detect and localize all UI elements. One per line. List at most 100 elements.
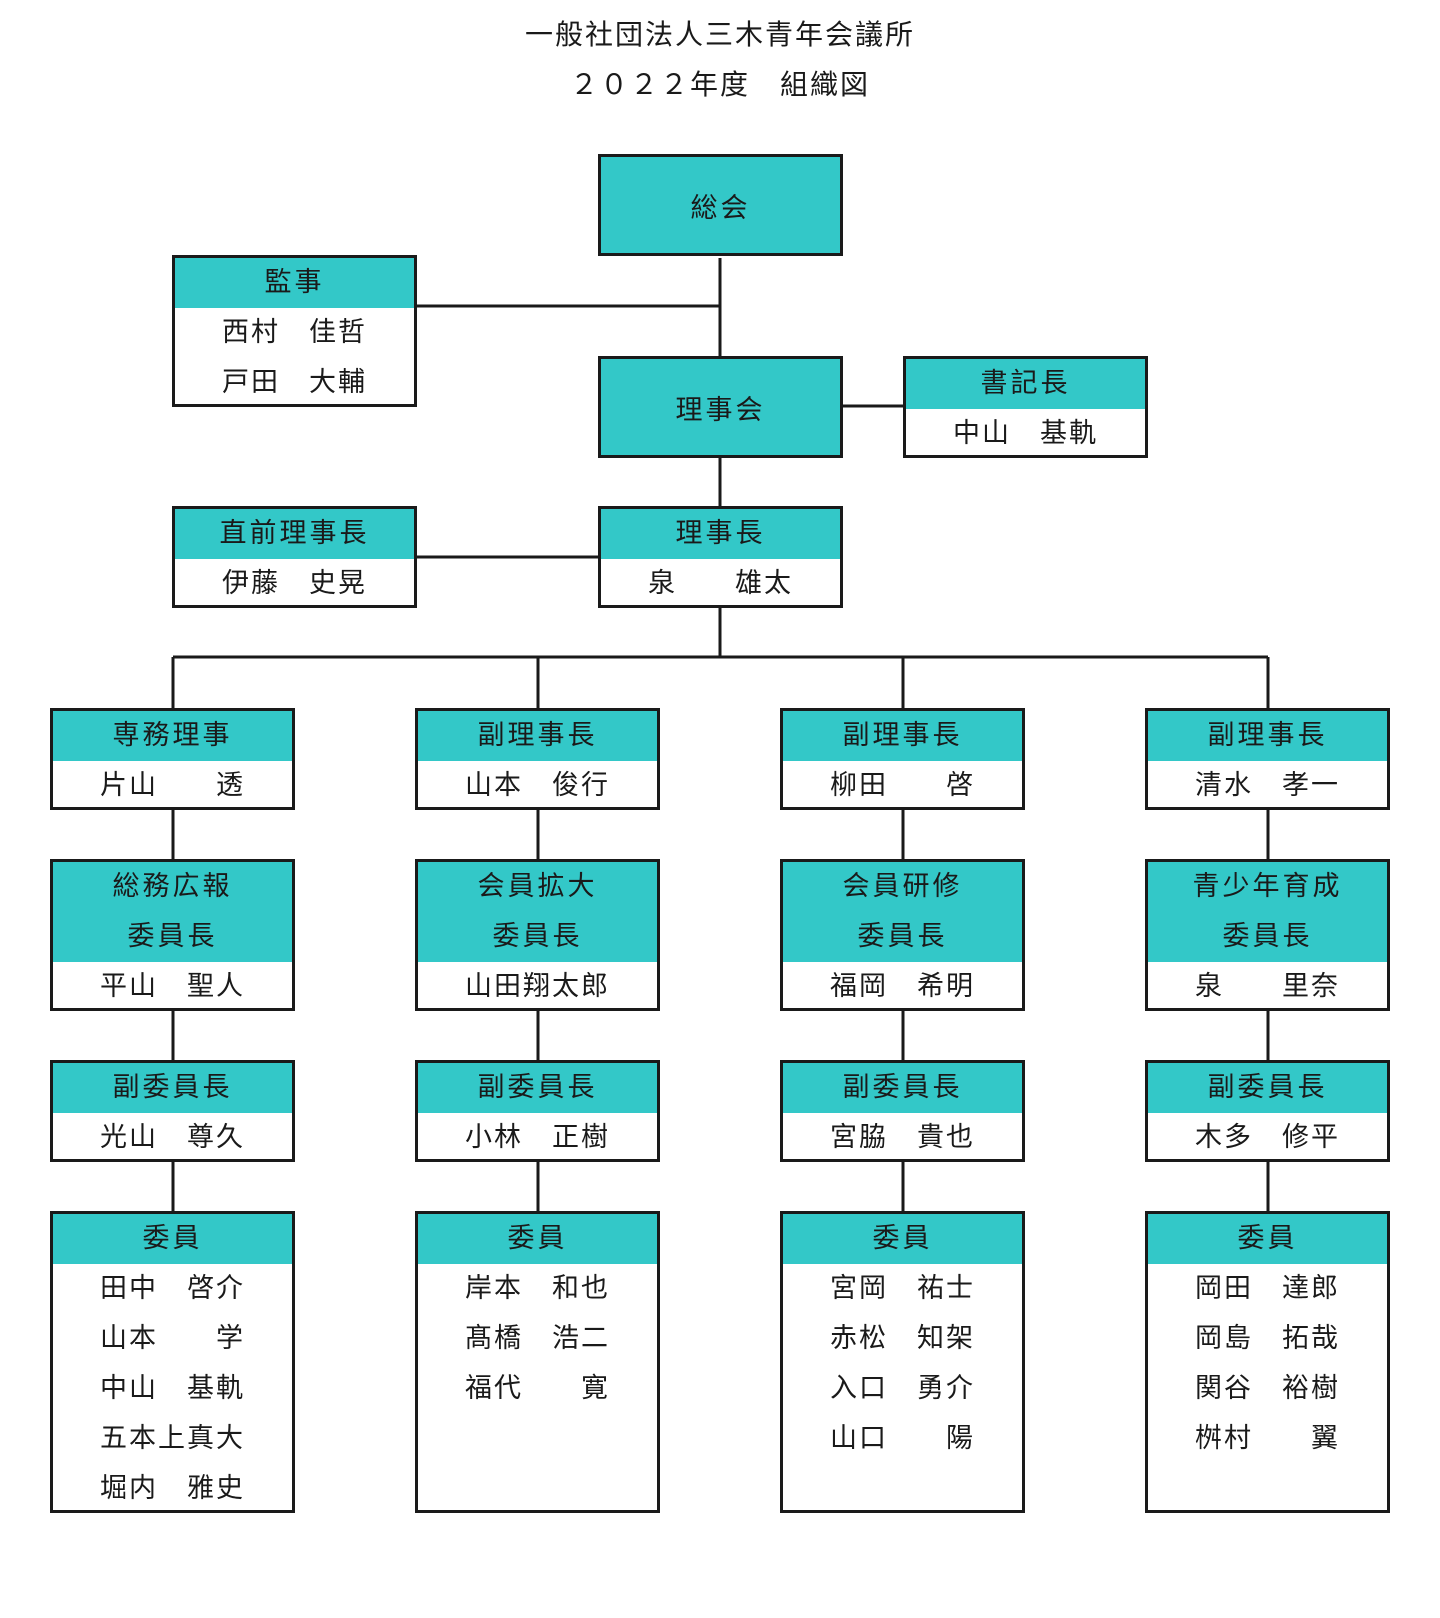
member-name: 山田翔太郎 <box>418 962 657 1012</box>
member-name: 小林正樹 <box>418 1113 657 1163</box>
family-name: 髙橋 <box>465 1323 523 1354</box>
col1-officer-box: 専務理事片山透 <box>50 708 295 810</box>
given-name: 拓哉 <box>1282 1323 1340 1354</box>
member-name: 泉里奈 <box>1148 962 1387 1012</box>
role-title: 副委員長 <box>842 1072 963 1103</box>
member-name: 田中啓介 <box>53 1264 292 1314</box>
family-name: 木多 <box>1195 1122 1253 1153</box>
col4-committee-box: 委員岡田達郎岡島拓哉関谷裕樹桝村翼 <box>1145 1211 1390 1513</box>
role-title: 監事 <box>264 267 325 298</box>
family-name: 宮脇 <box>830 1122 888 1153</box>
given-name: 裕樹 <box>1282 1373 1340 1404</box>
family-name: 田中 <box>100 1273 158 1304</box>
family-name: 戸田 <box>222 367 280 398</box>
given-name: 啓 <box>946 770 975 801</box>
role-title: 書記長 <box>980 368 1071 399</box>
given-name: 陽 <box>946 1423 975 1454</box>
col2-officer-box-header: 副理事長 <box>418 711 657 761</box>
general-assembly-label: 総会 <box>690 192 751 224</box>
member-name: 伊藤史晃 <box>175 559 414 609</box>
family-name: 山田翔太郎 <box>465 971 610 1002</box>
auditor-box-header: 監事 <box>175 258 414 308</box>
past-president-box: 直前理事長伊藤史晃 <box>172 506 417 608</box>
col4-committee-box-header: 委員 <box>1148 1214 1387 1264</box>
family-name: 福代 <box>465 1373 523 1404</box>
given-name: 翼 <box>1311 1423 1340 1454</box>
family-name: 桝村 <box>1195 1423 1253 1454</box>
col2-committee-box-header: 委員 <box>418 1214 657 1264</box>
member-name: 清水孝一 <box>1148 761 1387 811</box>
given-name: 聖人 <box>187 971 245 1002</box>
role-title: 委員長 <box>127 921 218 952</box>
role-title: 総務広報 <box>112 871 233 902</box>
given-name: 佳哲 <box>309 317 367 348</box>
family-name: 平山 <box>100 971 158 1002</box>
member-name: 木多修平 <box>1148 1113 1387 1163</box>
col4-vice-chair-box-header: 副委員長 <box>1148 1063 1387 1113</box>
family-name: 伊藤 <box>222 568 280 599</box>
member-name: 中山基軌 <box>906 409 1145 459</box>
given-name: 孝一 <box>1282 770 1340 801</box>
member-name: 西村佳哲 <box>175 308 414 358</box>
given-name: 里奈 <box>1282 971 1340 1002</box>
member-name: 戸田大輔 <box>175 358 414 408</box>
auditor-box: 監事西村佳哲戸田大輔 <box>172 255 417 407</box>
family-name: 片山 <box>100 770 158 801</box>
family-name: 赤松 <box>830 1323 888 1354</box>
col3-committee-box: 委員宮岡祐士赤松知架入口勇介山口陽 <box>780 1211 1025 1513</box>
family-name: 泉 <box>648 568 677 599</box>
role-title: 副委員長 <box>1207 1072 1328 1103</box>
col3-committee-box-header: 委員 <box>783 1214 1022 1264</box>
family-name: 堀内 <box>100 1473 158 1504</box>
given-name: 正樹 <box>552 1122 610 1153</box>
role-title: 副委員長 <box>477 1072 598 1103</box>
col3-officer-box: 副理事長柳田 啓 <box>780 708 1025 810</box>
member-name: 岡田達郎 <box>1148 1264 1387 1314</box>
family-name: 柳田 <box>830 770 888 801</box>
family-name: 小林 <box>465 1122 523 1153</box>
given-name: 史晃 <box>309 568 367 599</box>
col1-vice-chair-box: 副委員長光山尊久 <box>50 1060 295 1162</box>
col2-chair-box-header: 会員拡大委員長 <box>418 862 657 962</box>
family-name: 中山 <box>100 1373 158 1404</box>
role-title: 委員 <box>142 1223 203 1254</box>
chart-subtitle: ２０２２年度 組織図 <box>569 68 870 101</box>
family-name: 五本上真大 <box>100 1423 245 1454</box>
col4-chair-box-header: 青少年育成委員長 <box>1148 862 1387 962</box>
given-name: 知架 <box>917 1323 975 1354</box>
family-name: 清水 <box>1195 770 1253 801</box>
role-title: 理事長 <box>675 518 766 549</box>
member-name: 柳田 啓 <box>783 761 1022 811</box>
chart-title: 一般社団法人三木青年会議所 ２０２２年度 組織図 <box>0 10 1440 110</box>
family-name: 山本 <box>465 770 523 801</box>
given-name: 寛 <box>581 1373 610 1404</box>
role-title: 委員長 <box>1222 921 1313 952</box>
col1-vice-chair-box-header: 副委員長 <box>53 1063 292 1113</box>
member-name: 岡島拓哉 <box>1148 1314 1387 1364</box>
member-name: 片山透 <box>53 761 292 811</box>
member-name: 山本俊行 <box>418 761 657 811</box>
col3-chair-box-header: 会員研修委員長 <box>783 862 1022 962</box>
given-name: 勇介 <box>917 1373 975 1404</box>
col1-chair-box: 総務広報委員長平山聖人 <box>50 859 295 1011</box>
col4-chair-box: 青少年育成委員長泉里奈 <box>1145 859 1390 1011</box>
member-name: 福代 寛 <box>418 1364 657 1414</box>
role-title: 委員 <box>507 1223 568 1254</box>
member-name: 宮岡祐士 <box>783 1264 1022 1314</box>
family-name: 西村 <box>222 317 280 348</box>
secretary-box-header: 書記長 <box>906 359 1145 409</box>
given-name: 祐士 <box>917 1273 975 1304</box>
role-title: 会員研修 <box>842 871 963 902</box>
family-name: 岡島 <box>1195 1323 1253 1354</box>
board-of-directors-label: 理事会 <box>675 394 766 426</box>
organization-name: 一般社団法人三木青年会議所 <box>524 18 915 51</box>
role-title: 委員 <box>872 1223 933 1254</box>
family-name: 関谷 <box>1195 1373 1253 1404</box>
family-name: 宮岡 <box>830 1273 888 1304</box>
family-name: 山口 <box>830 1423 888 1454</box>
role-title: 副委員長 <box>112 1072 233 1103</box>
given-name: 貴也 <box>917 1122 975 1153</box>
col3-chair-box: 会員研修委員長福岡希明 <box>780 859 1025 1011</box>
col3-officer-box-header: 副理事長 <box>783 711 1022 761</box>
